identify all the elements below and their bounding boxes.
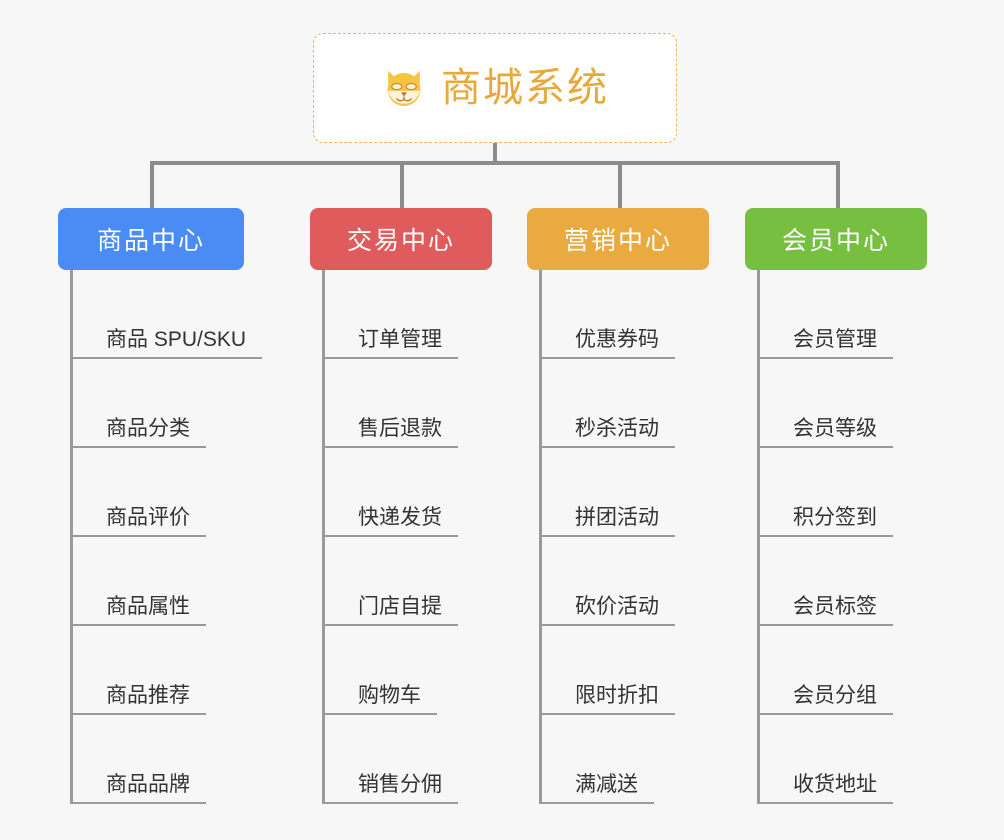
leaf-item[interactable]: 销售分佣 [322, 715, 492, 804]
leaf-label: 商品属性 [73, 595, 206, 626]
leaf-label: 商品推荐 [73, 684, 206, 715]
leaf-spine-3 [539, 270, 542, 804]
leaf-list-4: 会员管理 会员等级 积分签到 会员标签 会员分组 收货地址 [757, 270, 927, 804]
horizontal-bus-connector [150, 161, 839, 165]
leaf-item[interactable]: 购物车 [322, 626, 492, 715]
leaf-label: 商品分类 [73, 417, 206, 448]
leaf-label: 订单管理 [325, 328, 458, 359]
category-header-2[interactable]: 交易中心 [310, 208, 492, 270]
leaf-item[interactable]: 商品品牌 [70, 715, 244, 804]
leaf-label: 限时折扣 [542, 684, 675, 715]
drop-connector-1 [150, 161, 154, 209]
leaf-label: 门店自提 [325, 595, 458, 626]
branch-column-1: 商品中心 商品 SPU/SKU 商品分类 商品评价 商品属性 商品推荐 商品品牌 [58, 208, 263, 804]
leaf-item[interactable]: 收货地址 [757, 715, 927, 804]
category-label-1: 商品中心 [96, 227, 205, 255]
root-node[interactable]: 商城系统 [313, 33, 677, 143]
drop-connector-2 [400, 161, 404, 209]
leaf-label: 会员分组 [760, 684, 893, 715]
leaf-item[interactable]: 会员标签 [757, 537, 927, 626]
leaf-spine-4 [757, 270, 760, 804]
leaf-list-2: 订单管理 售后退款 快递发货 门店自提 购物车 销售分佣 [322, 270, 492, 804]
category-label-4: 会员中心 [781, 227, 890, 255]
leaf-spine-1 [70, 270, 73, 804]
leaf-label: 积分签到 [760, 506, 893, 537]
leaf-label: 商品 SPU/SKU [73, 328, 263, 359]
leaf-item[interactable]: 秒杀活动 [539, 359, 709, 448]
category-header-3[interactable]: 营销中心 [527, 208, 709, 270]
leaf-label: 售后退款 [325, 417, 458, 448]
leaf-list-3: 优惠券码 秒杀活动 拼团活动 砍价活动 限时折扣 满减送 [539, 270, 709, 804]
leaf-item[interactable]: 商品推荐 [70, 626, 244, 715]
leaf-item[interactable]: 商品评价 [70, 448, 244, 537]
leaf-item[interactable]: 订单管理 [322, 270, 492, 359]
category-label-2: 交易中心 [346, 227, 455, 255]
leaf-item[interactable]: 限时折扣 [539, 626, 709, 715]
category-label-3: 营销中心 [563, 227, 672, 255]
leaf-label: 销售分佣 [325, 773, 458, 804]
leaf-label: 会员标签 [760, 595, 893, 626]
leaf-item[interactable]: 商品属性 [70, 537, 244, 626]
leaf-item[interactable]: 会员分组 [757, 626, 927, 715]
leaf-label: 优惠券码 [542, 328, 675, 359]
leaf-label: 收货地址 [760, 773, 893, 804]
drop-connector-3 [618, 161, 622, 209]
leaf-item[interactable]: 会员等级 [757, 359, 927, 448]
leaf-label: 购物车 [325, 684, 437, 715]
leaf-item[interactable]: 商品 SPU/SKU [70, 270, 263, 359]
leaf-label: 商品评价 [73, 506, 206, 537]
category-header-4[interactable]: 会员中心 [745, 208, 927, 270]
leaf-item[interactable]: 优惠券码 [539, 270, 709, 359]
leaf-label: 会员管理 [760, 328, 893, 359]
leaf-item[interactable]: 积分签到 [757, 448, 927, 537]
root-stem-connector [493, 143, 497, 164]
category-header-1[interactable]: 商品中心 [58, 208, 244, 270]
leaf-item[interactable]: 快递发货 [322, 448, 492, 537]
leaf-item[interactable]: 拼团活动 [539, 448, 709, 537]
drop-connector-4 [836, 161, 840, 209]
branch-column-3: 营销中心 优惠券码 秒杀活动 拼团活动 砍价活动 限时折扣 满减送 [527, 208, 709, 804]
leaf-label: 砍价活动 [542, 595, 675, 626]
leaf-label: 商品品牌 [73, 773, 206, 804]
leaf-label: 拼团活动 [542, 506, 675, 537]
leaf-label: 快递发货 [325, 506, 458, 537]
root-title: 商城系统 [441, 66, 609, 110]
leaf-spine-2 [322, 270, 325, 804]
leaf-item[interactable]: 售后退款 [322, 359, 492, 448]
leaf-label: 秒杀活动 [542, 417, 675, 448]
leaf-item[interactable]: 满减送 [539, 715, 709, 804]
leaf-item[interactable]: 门店自提 [322, 537, 492, 626]
leaf-label: 满减送 [542, 773, 654, 804]
leaf-label: 会员等级 [760, 417, 893, 448]
leaf-list-1: 商品 SPU/SKU 商品分类 商品评价 商品属性 商品推荐 商品品牌 [70, 270, 263, 804]
leaf-item[interactable]: 商品分类 [70, 359, 244, 448]
leaf-item[interactable]: 砍价活动 [539, 537, 709, 626]
branch-column-2: 交易中心 订单管理 售后退款 快递发货 门店自提 购物车 销售分佣 [310, 208, 492, 804]
shiba-dog-icon [387, 70, 421, 106]
branch-column-4: 会员中心 会员管理 会员等级 积分签到 会员标签 会员分组 收货地址 [745, 208, 927, 804]
leaf-item[interactable]: 会员管理 [757, 270, 927, 359]
